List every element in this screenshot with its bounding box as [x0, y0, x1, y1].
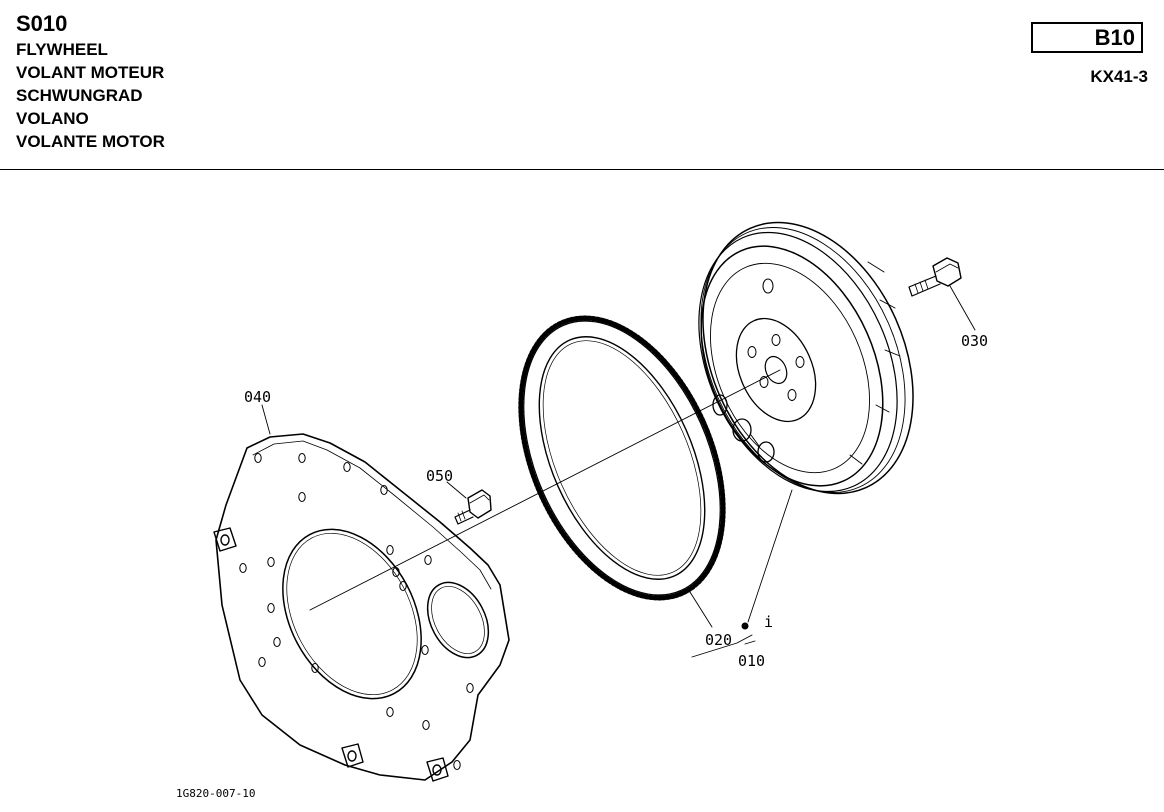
header-divider	[0, 169, 1164, 170]
section-code: S010	[16, 11, 68, 36]
callout-marker-i: i	[764, 613, 773, 631]
drawing-code: 1G820-007-10	[176, 787, 255, 800]
page-reference-box: B10	[1031, 22, 1143, 53]
callout-010: 010	[738, 652, 765, 670]
callout-020: 020	[705, 631, 732, 649]
callout-030: 030	[961, 332, 988, 350]
leader-lines	[261, 285, 976, 658]
part-020-ring-gear[interactable]	[480, 287, 763, 630]
model-label: KX41-3	[1090, 67, 1148, 86]
center-axis-line	[309, 369, 781, 611]
part-030-bolt[interactable]	[908, 257, 962, 297]
reference-dot-marker	[741, 622, 749, 630]
title-italian: VOLANO	[16, 109, 89, 128]
title-french: VOLANT MOTEUR	[16, 63, 165, 82]
title-german: SCHWUNGRAD	[16, 86, 143, 105]
part-010-flywheel[interactable]	[660, 189, 953, 527]
part-050-bolt[interactable]	[454, 489, 492, 525]
callout-050: 050	[426, 467, 453, 485]
part-040-housing-plate[interactable]	[213, 433, 510, 782]
header-titles: S010 FLYWHEEL VOLANT MOTEUR SCHWUNGRAD V…	[16, 10, 165, 153]
title-english: FLYWHEEL	[16, 40, 108, 59]
title-spanish: VOLANTE MOTOR	[16, 132, 165, 151]
callout-040: 040	[244, 388, 271, 406]
